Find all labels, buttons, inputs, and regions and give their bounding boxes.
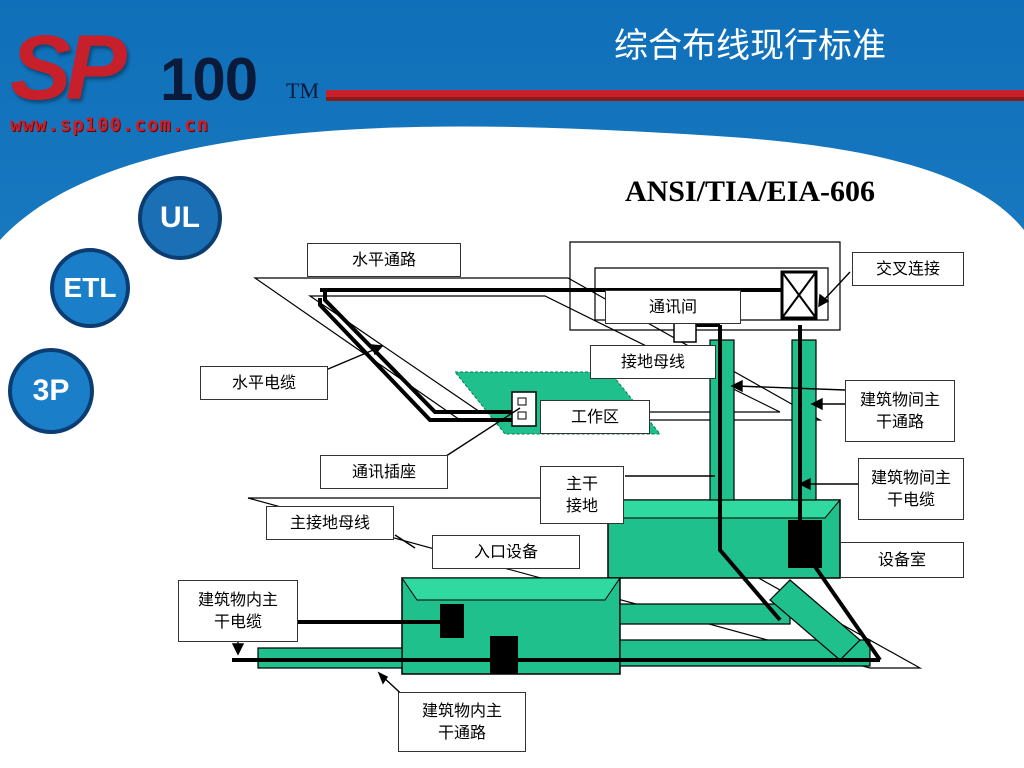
etl-badge-icon: ETL (50, 248, 130, 328)
3p-badge-icon: 3P (8, 348, 94, 434)
logo-url: www.sp100.com.cn (10, 114, 210, 136)
ul-badge-icon: UL (138, 176, 222, 260)
label-cross-connect: 交叉连接 (852, 252, 964, 286)
label-main-grounding-busbar: 主接地母线 (266, 506, 394, 540)
label-inter-building-backbone-pathway: 建筑物间主干通路 (845, 380, 955, 442)
label-entrance-facility: 入口设备 (432, 535, 580, 569)
label-backbone-grounding: 主干接地 (540, 466, 624, 524)
label-work-area: 工作区 (540, 400, 650, 434)
cross-connect-icon (780, 270, 818, 320)
label-horizontal-pathway: 水平通路 (307, 243, 461, 277)
label-intra-building-backbone-cable: 建筑物内主干电缆 (178, 580, 298, 642)
label-intra-building-backbone-pathway: 建筑物内主干通路 (398, 692, 526, 752)
label-telecom-outlet: 通讯插座 (320, 455, 448, 489)
logo-sp-text: SP (10, 17, 127, 119)
page-title: 综合布线现行标准 (614, 26, 886, 66)
label-equipment-room: 设备室 (840, 542, 964, 578)
label-telecom-room: 通讯间 (605, 290, 741, 324)
label-grounding-busbar: 接地母线 (590, 345, 716, 379)
logo-number: 100 (160, 46, 258, 113)
telecom-outlet-icon (511, 391, 537, 427)
label-inter-building-backbone-cable: 建筑物间主干电缆 (858, 458, 964, 520)
equipment-room-box (606, 499, 842, 579)
entrance-facility-box (401, 577, 621, 675)
hardware-blocks (440, 520, 822, 674)
label-horizontal-cable: 水平电缆 (200, 366, 328, 400)
logo-trademark: TM (286, 78, 319, 103)
standard-title: ANSI/TIA/EIA-606 (624, 175, 876, 208)
